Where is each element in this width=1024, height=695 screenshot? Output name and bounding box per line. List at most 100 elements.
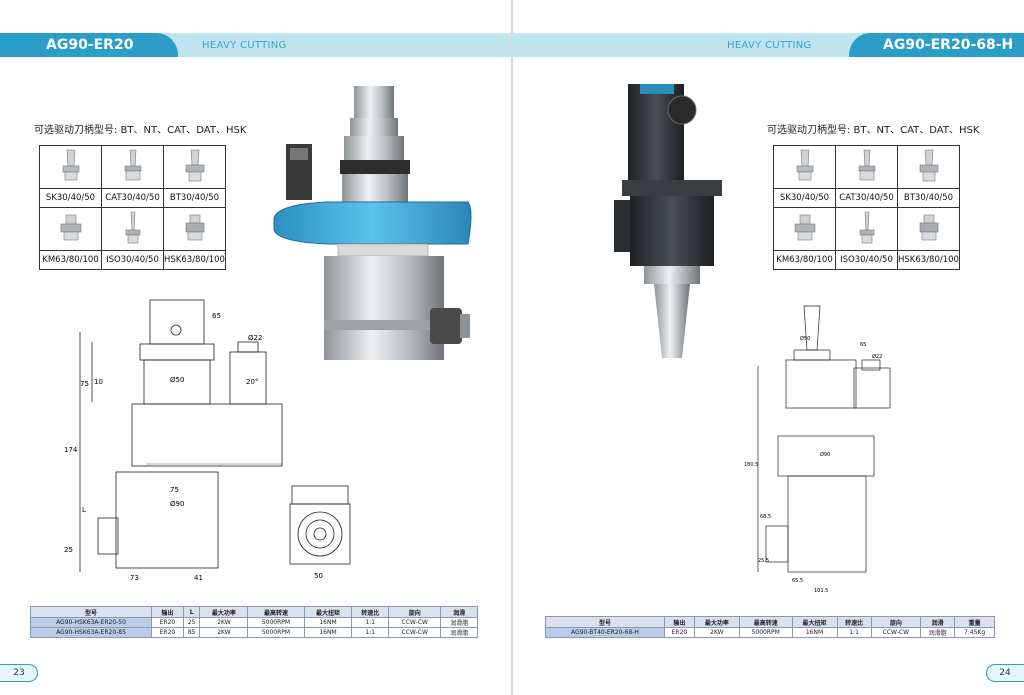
dim-label: Ø50 [170, 376, 184, 384]
dim-label: 180.5 [744, 462, 758, 468]
page-number: 24 [986, 664, 1024, 682]
holder-label: HSK63/80/100 [897, 250, 960, 270]
dim-label: 65.5 [792, 578, 803, 584]
dim-label: 73 [130, 574, 139, 582]
holder-label: BT30/40/50 [897, 188, 960, 208]
table-cell: 1:1 [351, 617, 389, 628]
holder-label: HSK63/80/100 [163, 250, 226, 270]
holder-grid: SK30/40/50 CAT30/40/50 BT30/40/50 KM63/8… [773, 145, 960, 270]
table-header: 旋向 [387, 606, 442, 618]
right-page: HEAVY CUTTING AG90-ER20-68-H 可选驱动刀柄型号: B… [512, 0, 1024, 695]
holder-cell [773, 145, 836, 189]
table-header: 旋向 [870, 616, 921, 628]
table-cell: CCW-CW [870, 627, 921, 638]
holder-cell [101, 207, 164, 251]
dim-label: 25.5 [758, 558, 769, 564]
table-header: L [182, 606, 201, 618]
holder-label: KM63/80/100 [773, 250, 836, 270]
holder-label: SK30/40/50 [773, 188, 836, 208]
holder-label: ISO30/40/50 [835, 250, 898, 270]
dim-label: 65 [212, 312, 221, 320]
table-cell: 5000RPM [247, 617, 305, 628]
spec-table: 型号 输出 最大功率 最高转速 最大扭矩 转速比 旋向 润滑 重量 AG90-B… [545, 616, 995, 638]
bt-holder-icon [919, 149, 938, 181]
table-header: 最大功率 [199, 606, 249, 618]
iso-holder-icon [859, 211, 874, 243]
dim-label: Ø22 [248, 334, 262, 342]
page-subtitle: HEAVY CUTTING [727, 40, 812, 51]
table-cell: AG90-HSK63A-ER20-85 [30, 627, 152, 638]
table-cell: 25 [182, 617, 201, 628]
table-cell: 润滑脂 [919, 627, 956, 638]
holder-label: SK30/40/50 [39, 188, 102, 208]
table-header: 最高转速 [247, 606, 305, 618]
table-header: 转速比 [351, 606, 389, 618]
table-row: AG90-HSK63A-ER20-50 ER20 25 2KW 5000RPM … [30, 617, 478, 628]
table-cell: 1:1 [836, 627, 872, 638]
table-cell: 16NM [303, 627, 353, 638]
dim-label: 25 [64, 546, 73, 554]
holder-cell [101, 145, 164, 189]
holder-label: BT30/40/50 [163, 188, 226, 208]
dim-label: 50 [314, 572, 323, 580]
table-cell: CCW-CW [387, 627, 442, 638]
dim-label: 10 [94, 378, 103, 386]
dim-label: 101.5 [814, 588, 828, 594]
table-cell: 1:1 [351, 627, 389, 638]
table-cell: 2KW [199, 627, 249, 638]
table-header: 最高转速 [738, 616, 793, 628]
dim-label: Ø22 [872, 353, 882, 360]
holder-options-label: 可选驱动刀柄型号: BT、NT、CAT、DAT、HSK [34, 125, 247, 136]
table-cell: ER20 [151, 627, 184, 638]
dim-label: Ø50 [800, 335, 810, 342]
sk-holder-icon [62, 149, 79, 180]
page-number: 23 [0, 664, 38, 682]
page-subtitle: HEAVY CUTTING [202, 40, 287, 51]
table-row: AG90-BT40-ER20-68-H ER20 2KW 5000RPM 16N… [545, 627, 995, 638]
table-header: 润滑 [440, 606, 478, 618]
holder-cell [897, 207, 960, 251]
holder-cell [163, 207, 226, 251]
dim-label: Ø90 [170, 500, 184, 508]
left-page: AG90-ER20 HEAVY CUTTING 可选驱动刀柄型号: BT、NT、… [0, 33, 512, 682]
spec-table: 型号 输出 L 最大功率 最高转速 最大扭矩 转速比 旋向 润滑 AG90-HS… [30, 606, 478, 638]
dim-label: 75 [170, 486, 179, 494]
page-title: AG90-ER20-68-H [849, 33, 1024, 57]
dim-label: 20° [246, 378, 258, 386]
table-header: 最大扭矩 [303, 606, 353, 618]
holder-label: CAT30/40/50 [101, 188, 164, 208]
dim-label: 68.5 [760, 514, 771, 520]
dim-label: 75 [80, 380, 89, 388]
km-holder-icon [60, 214, 81, 240]
holder-cell [39, 207, 102, 251]
table-cell: 2KW [199, 617, 249, 628]
table-header: 重量 [954, 616, 995, 628]
product-photo-ag90-er20-68-h [614, 84, 722, 358]
hsk-holder-icon [919, 214, 938, 240]
table-cell: 16NM [303, 617, 353, 628]
table-header: 最大功率 [693, 616, 740, 628]
holder-grid: SK30/40/50 CAT30/40/50 BT30/40/50 KM63/8… [39, 145, 226, 270]
table-header: 输出 [151, 606, 184, 618]
dim-label: Ø90 [820, 451, 830, 458]
table-cell: 5000RPM [738, 627, 793, 638]
table-header: 型号 [545, 616, 665, 628]
table-cell: CCW-CW [387, 617, 442, 628]
holder-cell [773, 207, 836, 251]
page-spine [511, 0, 513, 695]
holder-cell [163, 145, 226, 189]
dim-label: L [82, 506, 86, 514]
table-cell: ER20 [664, 627, 695, 638]
table-header: 转速比 [836, 616, 872, 628]
holder-cell [835, 145, 898, 189]
bt-holder-icon [185, 149, 204, 181]
holder-options-label: 可选驱动刀柄型号: BT、NT、CAT、DAT、HSK [767, 125, 980, 136]
hsk-holder-icon [185, 214, 204, 240]
product-photo-ag90-er20 [273, 86, 472, 360]
table-cell: 16NM [791, 627, 838, 638]
table-cell: AG90-HSK63A-ER20-50 [30, 617, 152, 628]
holder-cell [39, 145, 102, 189]
table-cell: 5000RPM [247, 627, 305, 638]
table-header: 润滑 [919, 616, 956, 628]
holder-label: CAT30/40/50 [835, 188, 898, 208]
